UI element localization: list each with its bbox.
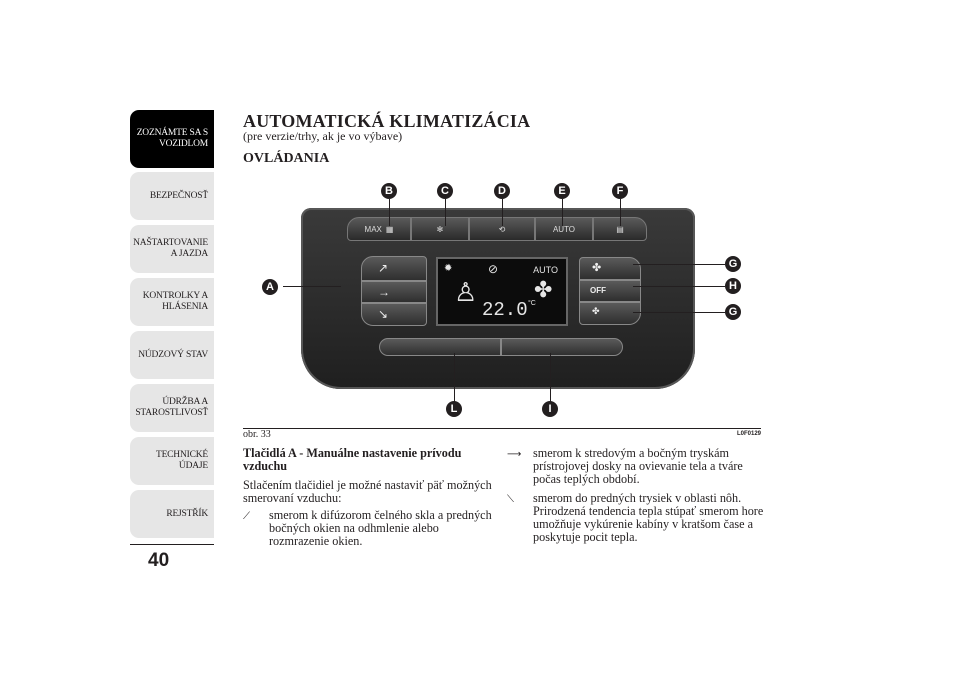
display-temperature: 22.0 — [482, 299, 528, 321]
temperature-decrease-button[interactable] — [379, 338, 501, 356]
list-item-text: smerom do predných trysiek v oblasti nôh… — [533, 491, 764, 544]
seat-icon: ♙ — [454, 277, 478, 307]
figure-code: L0F0129 — [736, 431, 761, 437]
auto-button[interactable]: AUTO — [535, 217, 593, 241]
arrow-down-icon: ↘ — [378, 307, 389, 321]
sidebar-tab-technicke[interactable]: TECHNICKÉ ÚDAJE — [130, 437, 214, 485]
airflow-face-icon: ⟶ — [507, 449, 522, 460]
callout-e: E — [554, 183, 570, 199]
callout-b: B — [381, 183, 397, 199]
tab-label-line: STAROSTLIVOSŤ — [135, 408, 208, 418]
off-label: OFF — [590, 286, 606, 295]
snowflake-icon: ✻ — [436, 224, 444, 234]
text-column-left: Tlačidlá A - Manuálne nastavenie prívodu… — [243, 447, 498, 548]
tab-label-line: TECHNICKÉ — [155, 450, 208, 460]
recirc-off-icon: ⊘ — [488, 262, 499, 276]
sun-sensor-icon: ✹ — [444, 263, 453, 274]
climate-control-figure: MAX ▦ ✻ ⟲ AUTO ▤ ↗ → ↘ ✹ ⊘ AUTO ♙ ✤ 22.0… — [243, 173, 761, 443]
rear-window-icon: ▤ — [616, 224, 624, 234]
airflow-feet-icon: ⟍ — [507, 494, 514, 505]
tab-label-line: ZOZNÁMTE SA S — [136, 128, 208, 138]
sidebar-tab-bezpecnost[interactable]: BEZPEČNOSŤ — [130, 172, 214, 220]
list-item: ⟶ smerom k stredovým a bočným tryskám pr… — [507, 447, 767, 486]
arrow-up-icon: ↗ — [378, 261, 389, 275]
temperature-increase-button[interactable] — [501, 338, 623, 356]
callout-a: A — [262, 279, 278, 295]
callout-line-i — [550, 353, 551, 403]
sidebar-divider — [130, 544, 214, 545]
paragraph-heading: Tlačidlá A - Manuálne nastavenie prívodu… — [243, 446, 462, 473]
callout-line-a — [283, 286, 341, 287]
fan-increase-button[interactable]: ✤ — [579, 257, 641, 280]
callout-g-bottom: G — [725, 304, 741, 320]
intro-paragraph: Stlačením tlačidiel je možné nastaviť pä… — [243, 478, 492, 505]
sidebar-tab-udrzba[interactable]: ÚDRŽBA A STAROSTLIVOSŤ — [130, 384, 214, 432]
list-item-text: smerom k difúzorom čelného skla a predný… — [269, 508, 492, 548]
figure-caption: obr. 33 — [243, 429, 271, 440]
tab-label-line: NÚDZOVÝ STAV — [138, 349, 208, 360]
max-label: MAX — [364, 224, 382, 234]
tab-label-line: ÚDAJE — [178, 461, 208, 471]
tab-label-line: KONTROLKY A — [142, 291, 208, 301]
display-auto-label: AUTO — [533, 265, 558, 275]
fan-down-icon: ✤ — [592, 306, 600, 316]
list-item: ⟍ smerom do predných trysiek v oblasti n… — [507, 492, 767, 544]
sidebar-tab-nudzovy[interactable]: NÚDZOVÝ STAV — [130, 331, 214, 379]
callout-d: D — [494, 183, 510, 199]
page-subtitle: (pre verzie/trhy, ak je vo výbave) — [243, 129, 403, 143]
callout-line-f — [620, 199, 621, 226]
off-button[interactable]: OFF — [579, 280, 641, 302]
page-title: AUTOMATICKÁ KLIMATIZÁCIA — [243, 111, 531, 131]
callout-line-g2 — [633, 312, 725, 313]
auto-button-label: AUTO — [552, 224, 576, 234]
airflow-face-button[interactable]: → — [361, 281, 427, 303]
tab-label-line: HLÁSENIA — [162, 302, 208, 312]
callout-line-h — [633, 286, 725, 287]
callout-i: I — [542, 401, 558, 417]
tab-label-line: REJSTŘÍK — [166, 508, 208, 519]
callout-line-e — [562, 199, 563, 226]
sidebar-tab-nastartovanie[interactable]: NAŠTARTOVANIE A JAZDA — [130, 225, 214, 273]
tab-label-line: VOZIDLOM — [158, 139, 208, 149]
climate-display: ✹ ⊘ AUTO ♙ ✤ 22.0 °C — [436, 257, 568, 326]
list-item-text: smerom k stredovým a bočným tryskám prís… — [533, 446, 743, 486]
sidebar-tab-zoznamte[interactable]: ZOZNÁMTE SA S VOZIDLOM — [130, 110, 214, 168]
tab-label-line: A JAZDA — [170, 249, 209, 259]
tab-label-line: BEZPEČNOSŤ — [149, 190, 208, 201]
recirculation-icon: ⟲ — [498, 224, 506, 234]
callout-g-top: G — [725, 256, 741, 272]
figure-rule — [243, 428, 761, 429]
callout-line-d — [502, 199, 503, 226]
callout-h: H — [725, 278, 741, 294]
airflow-windshield-icon: ⟋ — [243, 511, 250, 522]
list-item: ⟋ smerom k difúzorom čelného skla a pred… — [243, 509, 498, 548]
callout-line-g1 — [633, 264, 725, 265]
callout-c: C — [437, 183, 453, 199]
callout-f: F — [612, 183, 628, 199]
section-heading: OVLÁDANIA — [243, 151, 330, 166]
callout-line-b — [389, 199, 390, 226]
max-defrost-button[interactable]: MAX ▦ — [347, 217, 411, 241]
text-column-right: ⟶ smerom k stredovým a bočným tryskám pr… — [507, 447, 767, 544]
callout-line-c — [445, 199, 446, 226]
tab-label-line: NAŠTARTOVANIE — [133, 238, 208, 248]
sidebar-tab-kontrolky[interactable]: KONTROLKY A HLÁSENIA — [130, 278, 214, 326]
callout-l: L — [446, 401, 462, 417]
callout-line-l — [454, 353, 455, 403]
display-unit: °C — [528, 300, 536, 307]
tab-label-line: ÚDRŽBA A — [162, 397, 208, 407]
windshield-icon: ▦ — [385, 224, 394, 234]
fan-up-icon: ✤ — [592, 262, 602, 274]
fan-icon: ✤ — [534, 277, 553, 302]
airflow-feet-button[interactable]: ↘ — [361, 303, 427, 326]
airflow-windshield-button[interactable]: ↗ — [361, 256, 427, 281]
arrow-right-icon: → — [378, 285, 390, 299]
compressor-button[interactable]: ✻ — [411, 217, 469, 241]
sidebar-tab-rejstrik[interactable]: REJSTŘÍK — [130, 490, 214, 538]
page-number: 40 — [148, 550, 170, 571]
fan-decrease-button[interactable]: ✤ — [579, 302, 641, 325]
